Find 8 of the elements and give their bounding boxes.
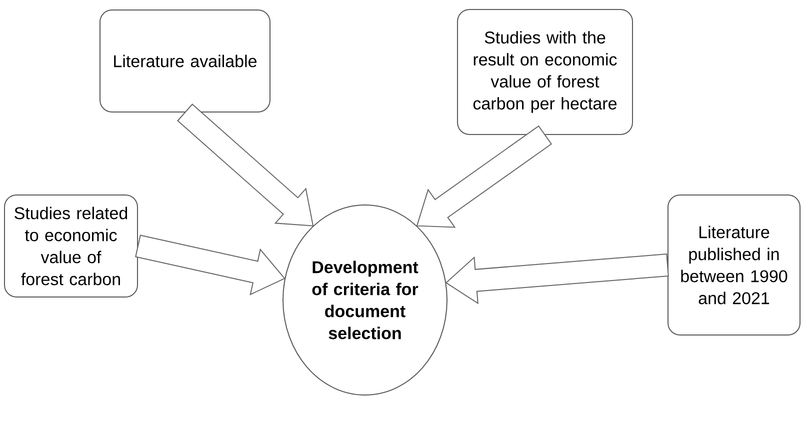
- text-box: Literature published in between 1990 and 2021: [668, 194, 800, 336]
- block-arrow: [445, 254, 669, 304]
- text-box: Studies with the result on economic value of forest carbon per hectare: [457, 9, 633, 135]
- block-arrow: [135, 234, 286, 296]
- ellipse-node: Development of criteria for document selection: [282, 204, 448, 396]
- text-box: Studies related to economic value of forest carbon: [4, 194, 138, 298]
- text-box: Literature available: [100, 10, 270, 112]
- block-arrow: [177, 104, 314, 226]
